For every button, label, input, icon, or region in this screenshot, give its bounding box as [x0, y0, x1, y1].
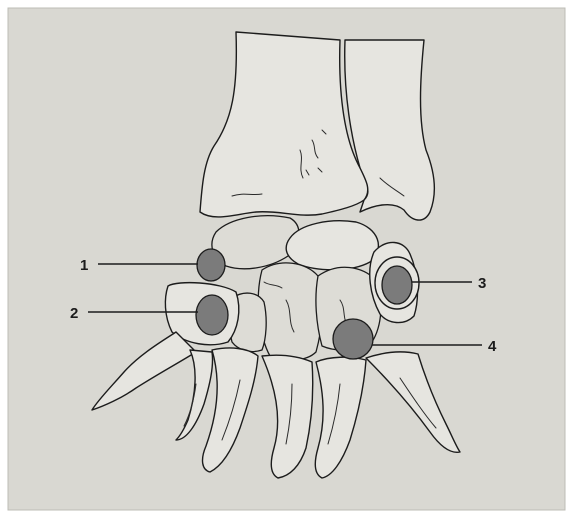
marker-3 — [375, 257, 419, 309]
callout-label-1: 1 — [80, 257, 88, 274]
callout-label-2: 2 — [70, 305, 78, 322]
callout-label-3: 3 — [478, 275, 486, 292]
capitate — [258, 263, 322, 360]
marker-4 — [333, 319, 373, 359]
marker-2 — [196, 295, 228, 335]
callout-label-4: 4 — [488, 338, 497, 355]
marker-1 — [197, 249, 225, 281]
